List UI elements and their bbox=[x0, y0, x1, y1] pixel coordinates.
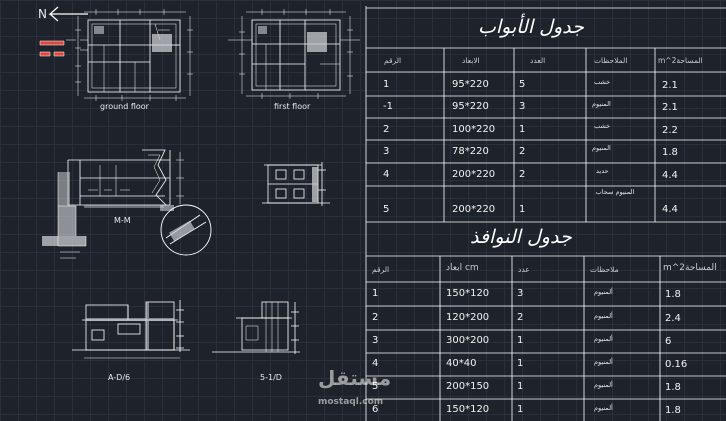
door-note: حديد bbox=[596, 167, 609, 175]
small-elevation-hatch bbox=[312, 167, 318, 202]
window-dimensions: 150*120 bbox=[446, 288, 490, 299]
windows-table-title: جدول النوافذ bbox=[470, 226, 572, 248]
door-dimensions: 200*220 bbox=[452, 169, 496, 180]
window-dimensions: 150*120 bbox=[446, 404, 490, 415]
window-count: 1 bbox=[517, 335, 524, 346]
door-dimensions: 95*220 bbox=[452, 79, 489, 90]
window-dimensions: 120*200 bbox=[446, 312, 490, 323]
windows-header-count: عدد bbox=[518, 265, 530, 274]
window-note: ألمنيوم bbox=[594, 288, 613, 296]
north-label: N bbox=[38, 7, 47, 21]
front-elevation-hatch bbox=[86, 302, 174, 350]
door-count: 1 bbox=[519, 204, 526, 215]
door-number: -1 bbox=[383, 101, 393, 112]
front-elevation bbox=[72, 300, 190, 359]
doors-table-grid bbox=[365, 6, 726, 421]
window-number: 6 bbox=[372, 404, 379, 415]
side-elevation bbox=[212, 301, 300, 354]
first-floor-stair-hatch bbox=[258, 26, 327, 52]
window-number: 4 bbox=[372, 358, 379, 369]
window-dimensions: 300*200 bbox=[446, 335, 490, 346]
window-area: 6 bbox=[665, 336, 672, 347]
window-area: 0.16 bbox=[665, 359, 688, 370]
window-note: ألمنيوم bbox=[594, 312, 613, 320]
door-area: 4.4 bbox=[662, 204, 678, 215]
doors-header-count: العدد bbox=[530, 56, 546, 65]
windows-header-number: الرقم bbox=[372, 265, 390, 274]
door-count: 3 bbox=[519, 101, 526, 112]
doors-header-number: الرقم bbox=[384, 56, 402, 65]
doors-table-title: جدول الأبواب bbox=[478, 16, 584, 38]
door-number: 4 bbox=[383, 169, 390, 180]
door-number: 3 bbox=[383, 146, 390, 157]
doors-header-notes: الملاحظات bbox=[594, 56, 628, 65]
window-area: 1.8 bbox=[665, 405, 681, 416]
doors-header-area: m^2المساحة bbox=[658, 56, 703, 65]
window-number: 3 bbox=[372, 335, 379, 346]
windows-header-area: m^2المساحة bbox=[663, 263, 717, 273]
side-elevation-label: 5-1/D bbox=[260, 373, 282, 382]
first-floor-label: first floor bbox=[274, 102, 311, 111]
door-area: 1.8 bbox=[662, 147, 678, 158]
ground-floor-plan bbox=[66, 9, 193, 101]
small-elevation bbox=[262, 162, 330, 206]
window-number: 2 bbox=[372, 312, 379, 323]
door-count: 2 bbox=[519, 169, 526, 180]
windows-table-grid bbox=[366, 255, 726, 421]
section-foundation-hatch bbox=[42, 172, 174, 246]
door-number: 1 bbox=[383, 79, 390, 90]
door-count: 2 bbox=[519, 146, 526, 157]
window-count: 3 bbox=[517, 288, 524, 299]
doors-header-dimensions: الابعاد bbox=[462, 56, 480, 65]
watermark-domain: mostaql.com bbox=[318, 397, 384, 407]
window-note: ألمنيوم bbox=[594, 381, 613, 389]
window-note: ألمنيوم bbox=[594, 404, 613, 412]
front-elevation-label: A-D/6 bbox=[108, 373, 131, 382]
window-count: 1 bbox=[517, 381, 524, 392]
window-note: ألمنيوم bbox=[594, 358, 613, 366]
window-area: 2.4 bbox=[665, 313, 681, 324]
windows-header-notes: ملاحظات bbox=[590, 265, 619, 274]
door-note: المنيوم سحاب bbox=[595, 188, 635, 196]
ground-floor-stair-hatch bbox=[94, 26, 172, 52]
window-dimensions: 40*40 bbox=[446, 358, 477, 369]
door-note: خشب bbox=[594, 78, 611, 86]
door-dimensions: 200*220 bbox=[452, 204, 496, 215]
window-count: 1 bbox=[517, 404, 524, 415]
window-area: 1.8 bbox=[665, 289, 681, 300]
door-note: المنيوم bbox=[592, 100, 611, 108]
window-number: 5 bbox=[372, 381, 379, 392]
door-area: 2.1 bbox=[662, 80, 678, 91]
door-area: 2.2 bbox=[662, 125, 678, 136]
window-note: ألمنيوم bbox=[594, 335, 613, 343]
door-area: 2.1 bbox=[662, 102, 678, 113]
window-count: 1 bbox=[517, 358, 524, 369]
door-number: 2 bbox=[383, 124, 390, 135]
ground-floor-label: ground floor bbox=[100, 102, 149, 111]
watermark-logo: مستقل bbox=[318, 366, 392, 390]
door-dimensions: 78*220 bbox=[452, 146, 489, 157]
north-arrow-icon bbox=[48, 6, 88, 22]
first-floor-plan bbox=[228, 9, 360, 99]
window-number: 1 bbox=[372, 288, 379, 299]
door-number: 5 bbox=[383, 204, 390, 215]
windows-header-dimensions: ابعاد cm bbox=[446, 263, 479, 273]
door-note: المنيوم bbox=[592, 144, 611, 152]
door-dimensions: 95*220 bbox=[452, 101, 489, 112]
door-area: 4.4 bbox=[662, 170, 678, 181]
door-dimensions: 100*220 bbox=[452, 124, 496, 135]
door-note: خشب bbox=[594, 122, 611, 130]
section-label: M-M bbox=[114, 216, 131, 225]
window-count: 2 bbox=[517, 312, 524, 323]
entrance-marks-red bbox=[40, 41, 64, 56]
window-area: 1.8 bbox=[665, 382, 681, 393]
section-m-m bbox=[67, 149, 184, 206]
window-dimensions: 200*150 bbox=[446, 381, 490, 392]
door-count: 1 bbox=[519, 124, 526, 135]
door-count: 5 bbox=[519, 79, 526, 90]
